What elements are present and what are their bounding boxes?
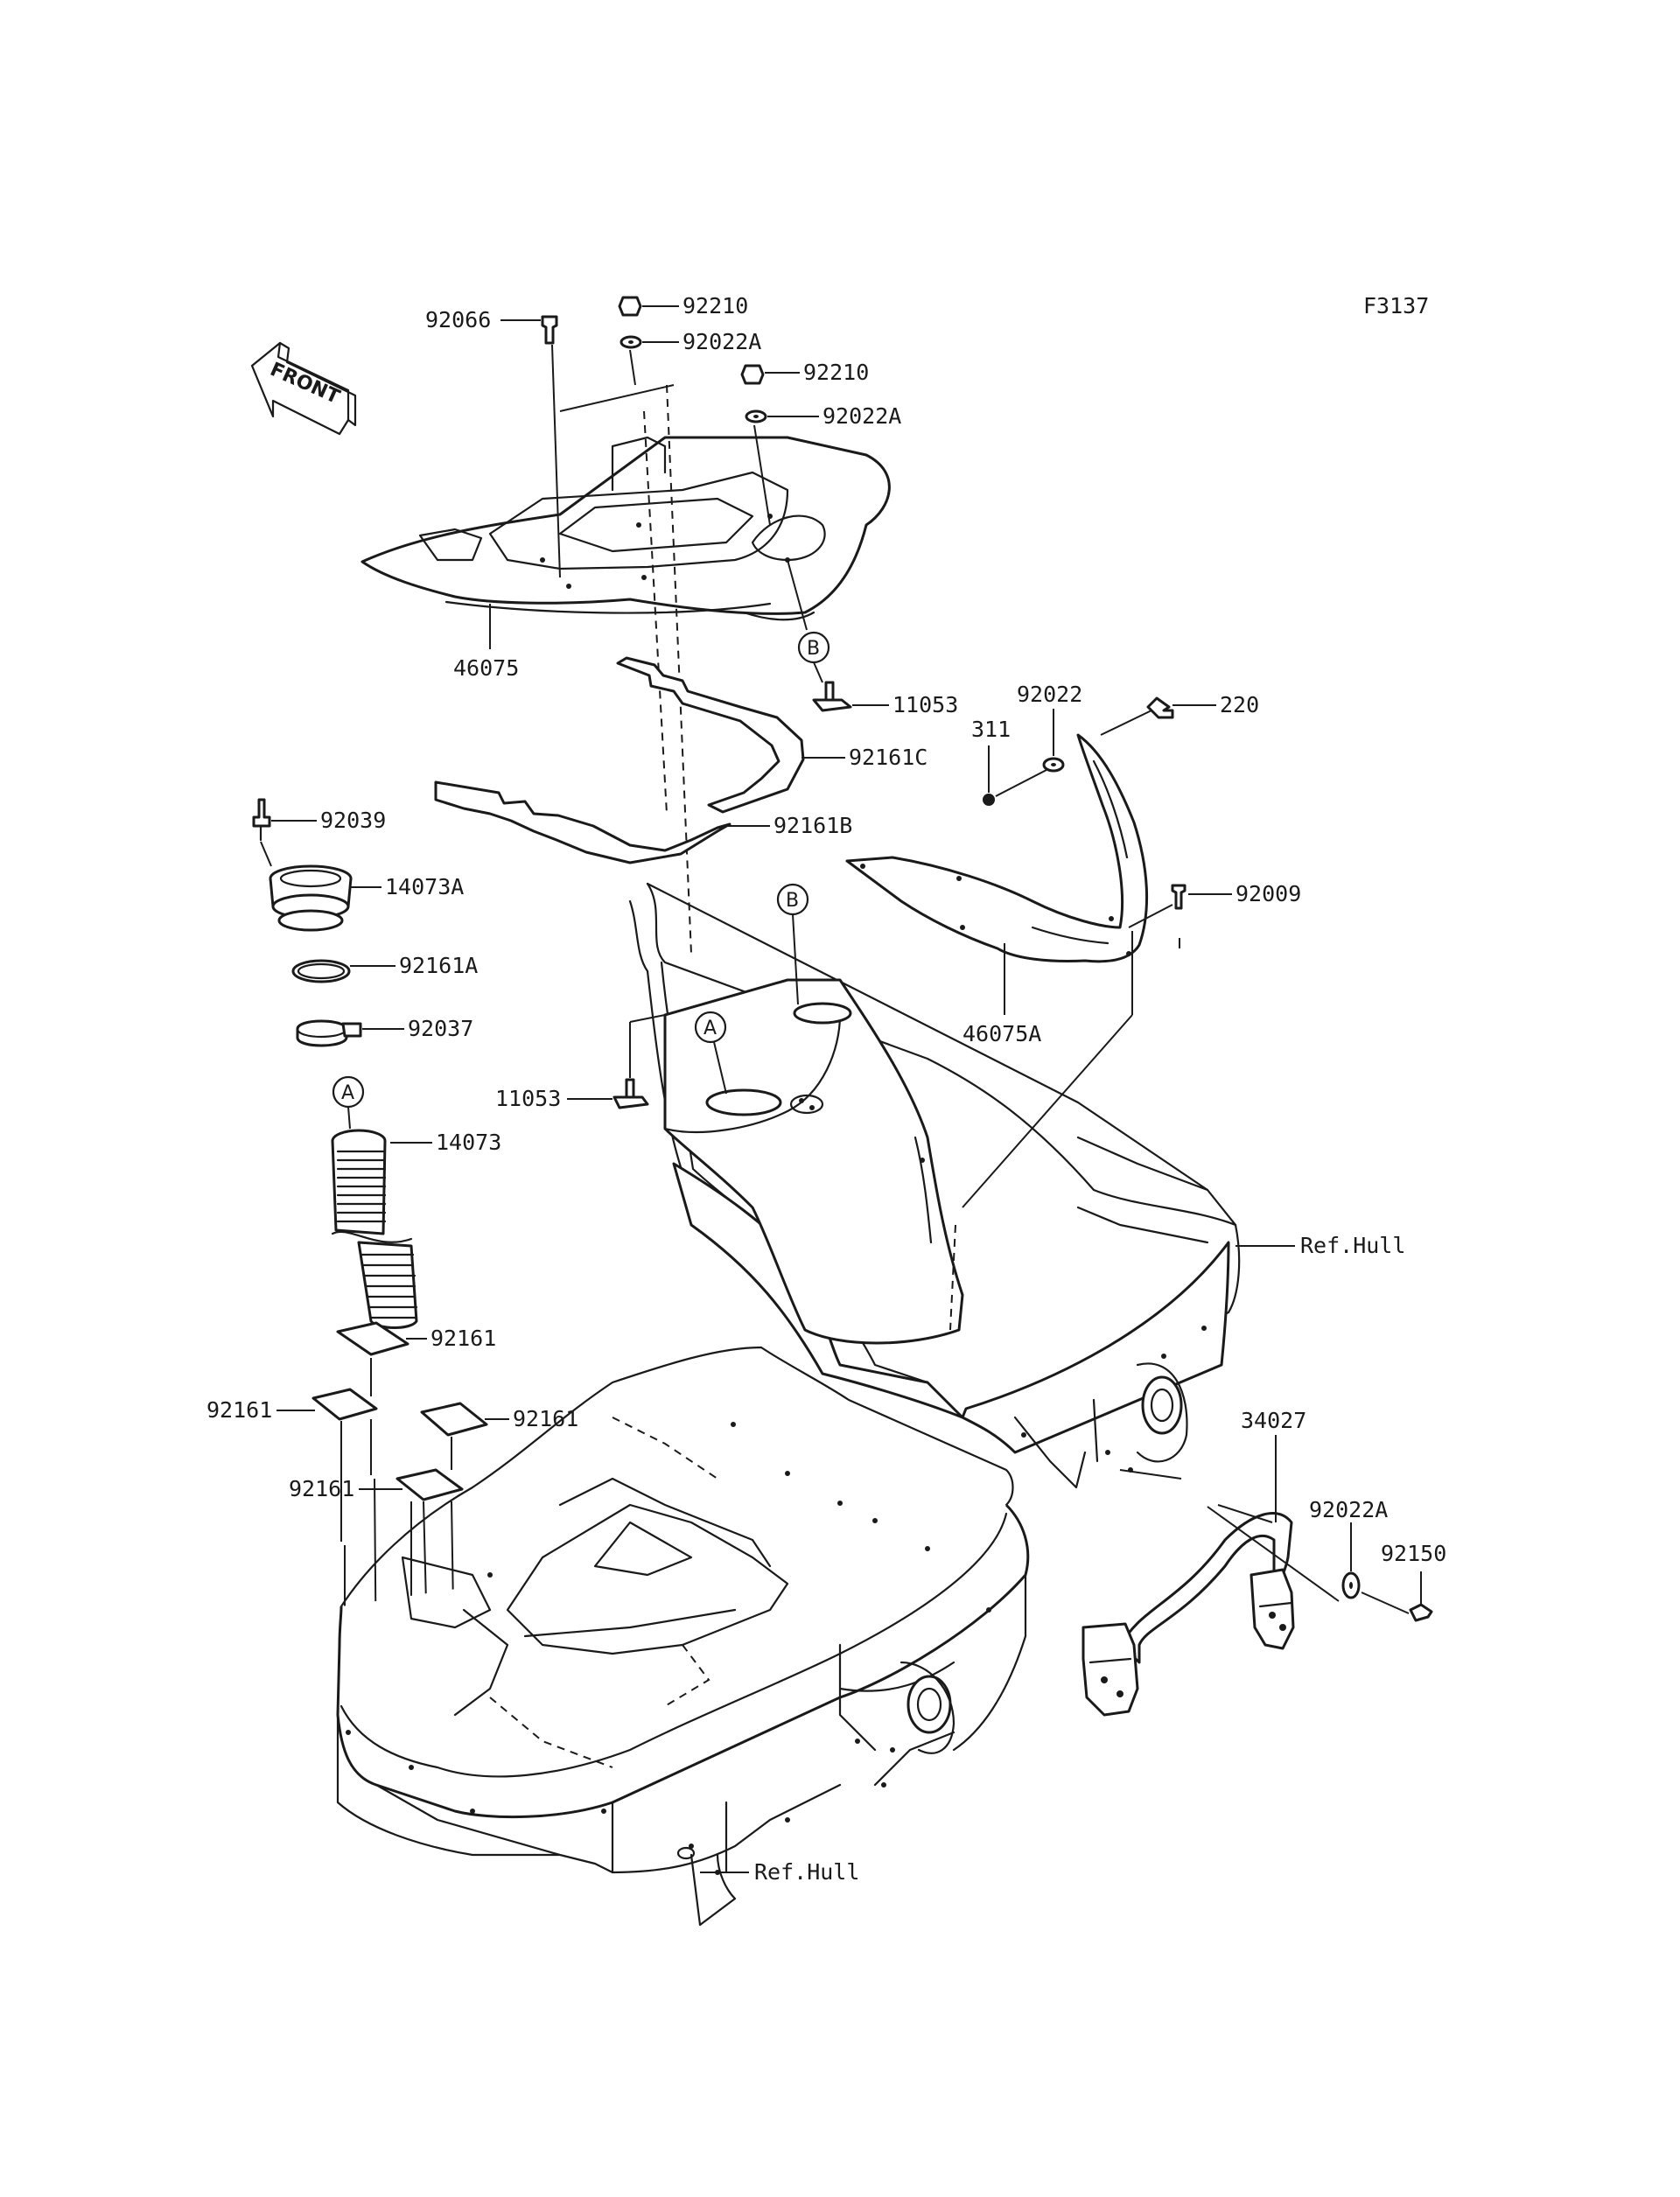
callout-311: 311: [971, 717, 1011, 742]
part-92022A-washer-b: [745, 409, 767, 423]
part-14073A-duct-fitting: [269, 864, 353, 932]
marker-a-upper-label: A: [704, 1018, 717, 1039]
part-14073-flexible-duct: [331, 1129, 418, 1329]
part-92037-clamp: [296, 1019, 362, 1047]
callout-92039: 92039: [320, 808, 386, 833]
callout-92066: 92066: [425, 307, 491, 332]
figure-code: F3137: [1363, 293, 1429, 318]
callout-92161C: 92161C: [849, 745, 928, 770]
callout-14073A: 14073A: [385, 874, 464, 899]
part-46075-upper-cover: [360, 436, 891, 621]
part-92161-pad-2: [312, 1388, 378, 1421]
front-label: FRONT: [267, 359, 343, 409]
marker-b-lower-label: B: [786, 890, 799, 912]
part-34027-grab-handle: [1082, 1512, 1295, 1717]
callout-92161A: 92161A: [399, 953, 478, 978]
front-arrow-icon: FRONT: [250, 341, 357, 436]
part-92009-screw: [1171, 884, 1186, 910]
callout-46075: 46075: [453, 655, 519, 681]
part-92210-nut-a: [618, 296, 642, 317]
part-92022A-washer-a: [620, 335, 642, 349]
hull-deck-upper: [628, 882, 1241, 1489]
callout-92022A-c: 92022A: [1309, 1497, 1388, 1522]
part-92022A-washer-c: [1341, 1571, 1361, 1599]
part-92022-washer: [1042, 757, 1065, 773]
part-311-nut: [983, 794, 995, 806]
callout-92022A-a: 92022A: [682, 329, 761, 354]
part-92161-pad-1: [336, 1321, 410, 1356]
part-92161A-o-ring: [291, 959, 351, 983]
part-11053-clip-b: [612, 1078, 649, 1109]
ref-hull-top: Ref.Hull: [1300, 1233, 1405, 1258]
callout-92009: 92009: [1236, 881, 1301, 906]
callout-92161-1: 92161: [430, 1326, 496, 1351]
callout-92037: 92037: [408, 1016, 473, 1041]
part-92161C-gasket: [616, 656, 805, 814]
callout-92161-2: 92161: [206, 1397, 272, 1423]
callout-46075A: 46075A: [962, 1021, 1041, 1046]
part-92150-bolt: [1409, 1603, 1433, 1622]
part-92161B-gasket: [434, 780, 732, 864]
callout-11053-a: 11053: [892, 692, 958, 717]
callout-34027: 34027: [1241, 1408, 1306, 1433]
callout-92161-3: 92161: [513, 1406, 578, 1431]
callout-92210-b: 92210: [803, 360, 869, 385]
callout-92161-4: 92161: [289, 1476, 354, 1501]
part-92210-nut-b: [740, 364, 765, 385]
marker-b-upper-label: B: [807, 638, 820, 660]
part-92161-pad-4: [396, 1468, 464, 1501]
part-11053-clip-a: [812, 681, 852, 712]
hull-tower-upper: [663, 978, 964, 1345]
marker-a-upper: [694, 1011, 727, 1044]
part-92161-pad-3: [420, 1402, 488, 1437]
callout-92161B: 92161B: [774, 813, 852, 838]
part-46075A-side-cover: [845, 733, 1149, 963]
ref-hull-bottom: Ref.Hull: [754, 1859, 859, 1885]
callout-220: 220: [1220, 692, 1259, 717]
part-220-bolt: [1146, 696, 1174, 719]
callout-92210-a: 92210: [682, 293, 748, 318]
part-92066-screw: [541, 315, 558, 345]
callout-92150: 92150: [1381, 1541, 1446, 1566]
part-92039-screw: [252, 798, 271, 842]
callout-92022: 92022: [1017, 682, 1082, 707]
callout-92022A-b: 92022A: [822, 403, 901, 429]
marker-a-lower-label: A: [341, 1082, 354, 1104]
hull-lower: [336, 1346, 1030, 1927]
callout-11053-b: 11053: [495, 1086, 561, 1111]
callout-14073: 14073: [436, 1130, 501, 1155]
